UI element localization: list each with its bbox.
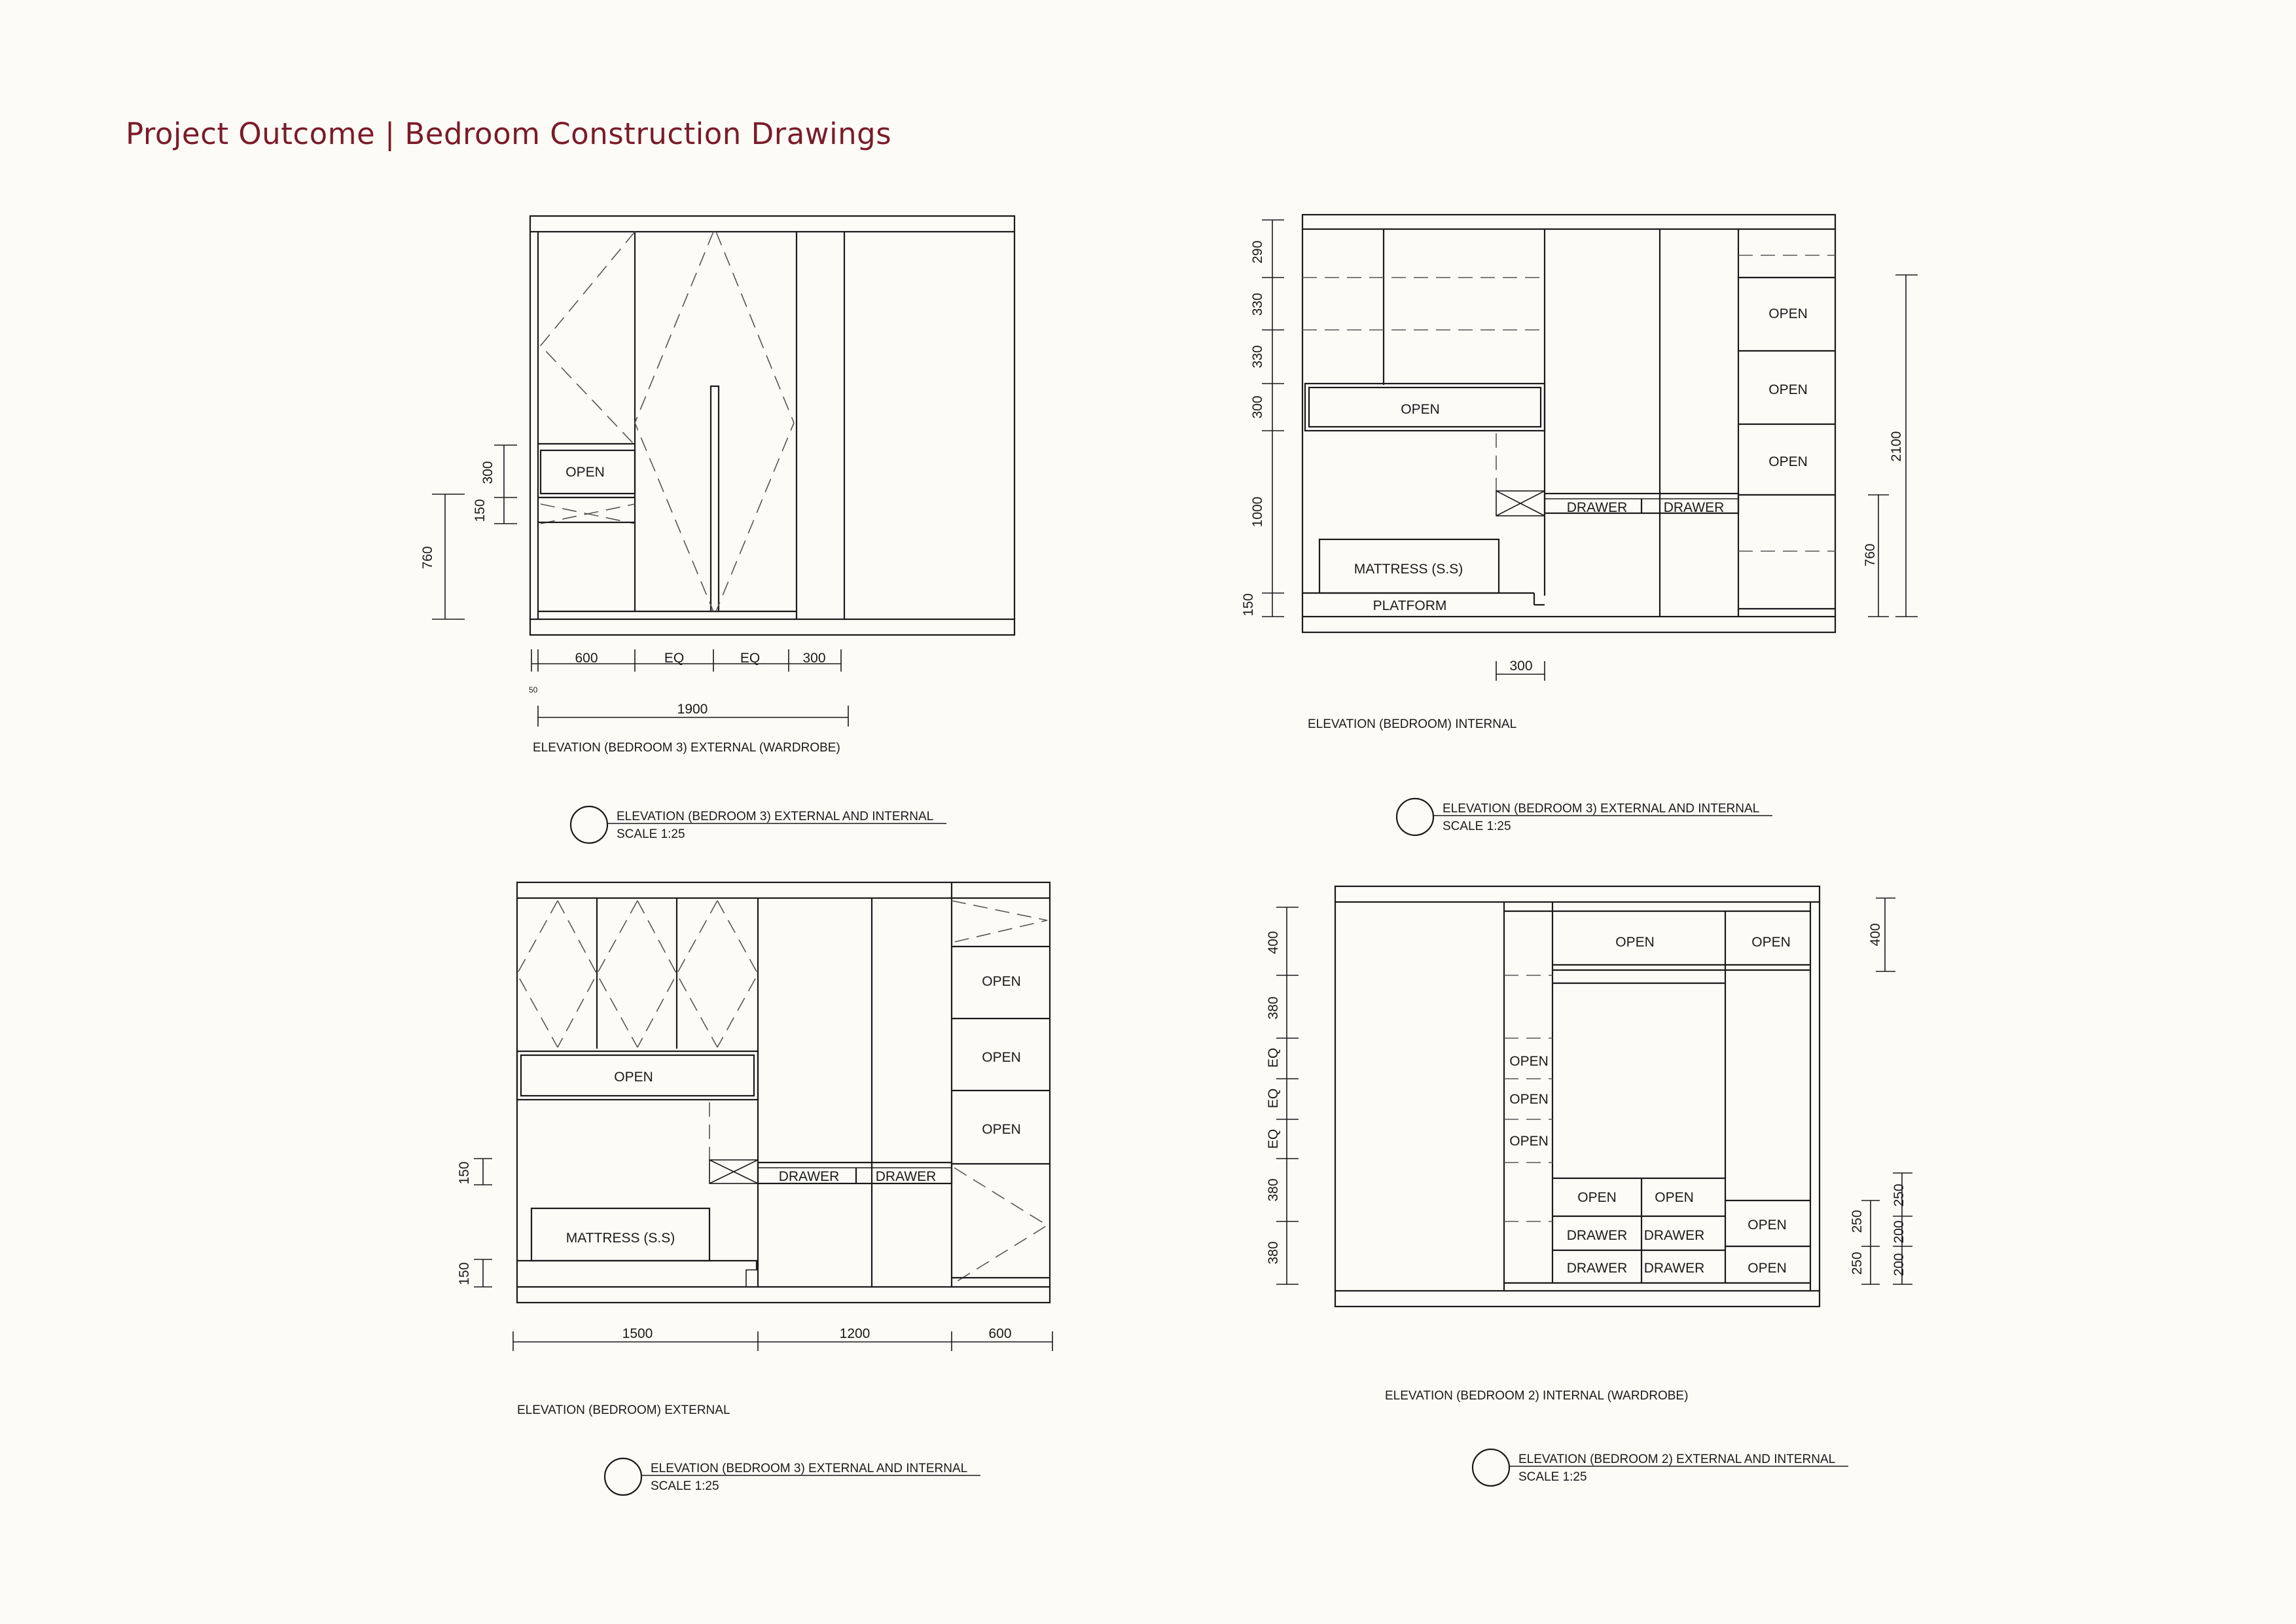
tag-scale: SCALE 1:25 — [1518, 1470, 1587, 1484]
drawing-tag-4: ELEVATION (BEDROOM 2) EXTERNAL AND INTER… — [1471, 1448, 1848, 1487]
e2-dim-1000: 1000 — [1250, 497, 1265, 528]
e3-caption: ELEVATION (BEDROOM) EXTERNAL — [517, 1403, 730, 1417]
floor-slab — [1334, 1290, 1821, 1308]
e3-drawer-2: DRAWER — [876, 1169, 937, 1184]
e4-dim-250a: 250 — [1850, 1210, 1865, 1233]
e4-dim-400: 400 — [1266, 931, 1281, 954]
e1-dim-eq-a: EQ — [664, 651, 684, 666]
e1-open-label: OPEN — [565, 465, 605, 480]
e1-dim-1900: 1900 — [677, 702, 708, 717]
drawing-tag-3: ELEVATION (BEDROOM 3) EXTERNAL AND INTER… — [603, 1457, 980, 1496]
floor-slab — [1301, 615, 1837, 634]
e2-mattress: MATTRESS (S.S) — [1354, 562, 1463, 577]
e3-open-wide: OPEN — [614, 1070, 653, 1085]
tag-scale: SCALE 1:25 — [1443, 820, 1511, 833]
tag-title: ELEVATION (BEDROOM 3) EXTERNAL AND INTER… — [651, 1462, 967, 1475]
e3-dim-150a: 150 — [457, 1161, 472, 1184]
elevation-bedroom-external: OPEN DRAWER DRAWER OPEN OPEN OPEN MATTRE… — [457, 881, 1053, 1417]
drawing-tag-1: ELEVATION (BEDROOM 3) EXTERNAL AND INTER… — [569, 805, 946, 844]
floor-slab — [529, 618, 1016, 636]
e3-dim-1200: 1200 — [840, 1326, 870, 1341]
e2-dim-290: 290 — [1250, 240, 1265, 263]
e3-mattress: MATTRESS (S.S) — [566, 1231, 675, 1246]
e4-dim-380b: 380 — [1266, 1178, 1281, 1201]
e4-open-l1: OPEN — [1509, 1054, 1549, 1069]
e4-dim-380c: 380 — [1266, 1241, 1281, 1264]
page-title: Project Outcome | Bedroom Construction D… — [126, 117, 892, 151]
e4-drawer-2: DRAWER — [1644, 1228, 1705, 1243]
e3-open-2: OPEN — [982, 1050, 1021, 1065]
e3-open-1: OPEN — [982, 974, 1021, 989]
e2-open-wide: OPEN — [1401, 402, 1440, 417]
e4-open-m1: OPEN — [1577, 1190, 1617, 1205]
e4-dim-eq2: EQ — [1266, 1089, 1281, 1108]
e1-dim-eq-b: EQ — [740, 651, 760, 666]
tag-title: ELEVATION (BEDROOM 3) EXTERNAL AND INTER… — [617, 810, 933, 823]
e2-caption: ELEVATION (BEDROOM) INTERNAL — [1308, 717, 1516, 731]
elevation-bedroom2-internal: OPEN OPEN OPEN OPEN OPEN OPEN OPEN DRAWE… — [1266, 885, 1912, 1403]
e2-drawer-2: DRAWER — [1664, 500, 1725, 515]
e4-drawer-3: DRAWER — [1567, 1261, 1628, 1276]
e4-caption: ELEVATION (BEDROOM 2) INTERNAL (WARDROBE… — [1385, 1389, 1688, 1403]
e4-open-top-2: OPEN — [1751, 935, 1791, 950]
e2-dim-330b: 330 — [1250, 345, 1265, 368]
e2-open-1: OPEN — [1768, 306, 1808, 321]
e4-open-m2: OPEN — [1655, 1190, 1694, 1205]
tag-scale: SCALE 1:25 — [617, 827, 685, 841]
e2-dim-760: 760 — [1863, 543, 1878, 566]
e3-drawer-1: DRAWER — [779, 1169, 840, 1184]
e1-caption: ELEVATION (BEDROOM 3) EXTERNAL (WARDROBE… — [533, 741, 840, 755]
tag-scale: SCALE 1:25 — [651, 1479, 719, 1493]
e2-drawer-1: DRAWER — [1567, 500, 1628, 515]
e1-dim-50: 50 — [529, 685, 538, 695]
e4-dim-eq1: EQ — [1266, 1048, 1281, 1068]
e4-open-l2: OPEN — [1509, 1092, 1549, 1107]
e4-open-r2: OPEN — [1748, 1261, 1787, 1276]
tag-title: ELEVATION (BEDROOM 3) EXTERNAL AND INTER… — [1443, 802, 1759, 816]
e2-platform: PLATFORM — [1373, 598, 1447, 613]
e4-dim-250c: 250 — [1892, 1183, 1907, 1206]
e4-open-l3: OPEN — [1509, 1134, 1549, 1149]
e4-open-top-1: OPEN — [1615, 935, 1655, 950]
e4-dim-200a: 200 — [1892, 1220, 1907, 1243]
e2-dim-330a: 330 — [1250, 293, 1265, 316]
e3-open-3: OPEN — [982, 1122, 1021, 1137]
e2-open-2: OPEN — [1768, 382, 1808, 397]
tag-title: ELEVATION (BEDROOM 2) EXTERNAL AND INTER… — [1518, 1453, 1835, 1466]
e4-dim-250b: 250 — [1850, 1252, 1865, 1274]
e3-dim-1500: 1500 — [622, 1326, 653, 1341]
e4-open-r1: OPEN — [1748, 1218, 1787, 1233]
e2-dim-300: 300 — [1250, 395, 1265, 418]
e2-dim-150: 150 — [1241, 593, 1256, 616]
e2-dim-300b: 300 — [1509, 659, 1532, 674]
e3-dim-600: 600 — [988, 1326, 1011, 1341]
e4-drawer-1: DRAWER — [1567, 1228, 1628, 1243]
e3-dim-150b: 150 — [457, 1262, 472, 1285]
e1-dim-150: 150 — [473, 499, 488, 522]
drawing-tag-2: ELEVATION (BEDROOM 3) EXTERNAL AND INTER… — [1395, 797, 1772, 837]
e4-dim-400r: 400 — [1868, 923, 1883, 946]
floor-slab — [516, 1286, 1051, 1304]
e4-dim-200b: 200 — [1892, 1253, 1907, 1276]
elevation-bedroom3-external: OPEN 300 150 760 600 EQ EQ 300 50 1900 E… — [420, 215, 1016, 755]
e1-dim-600: 600 — [575, 651, 598, 666]
e1-dim-760: 760 — [420, 546, 435, 569]
ceiling-slab — [1334, 885, 1821, 903]
e2-open-3: OPEN — [1768, 454, 1808, 469]
e4-drawer-4: DRAWER — [1644, 1261, 1705, 1276]
ceiling-slab — [529, 215, 1016, 233]
e4-dim-eq3: EQ — [1266, 1129, 1281, 1149]
e1-dim-300: 300 — [480, 461, 495, 484]
e1-dim-300b: 300 — [802, 651, 825, 666]
e4-dim-380a: 380 — [1266, 996, 1281, 1019]
ceiling-slab — [1301, 213, 1837, 230]
ceiling-slab — [516, 881, 1051, 899]
elevation-bedroom-internal: OPEN DRAWER DRAWER OPEN OPEN OPEN MATTRE… — [1241, 213, 1918, 731]
e2-dim-2100: 2100 — [1889, 431, 1904, 462]
